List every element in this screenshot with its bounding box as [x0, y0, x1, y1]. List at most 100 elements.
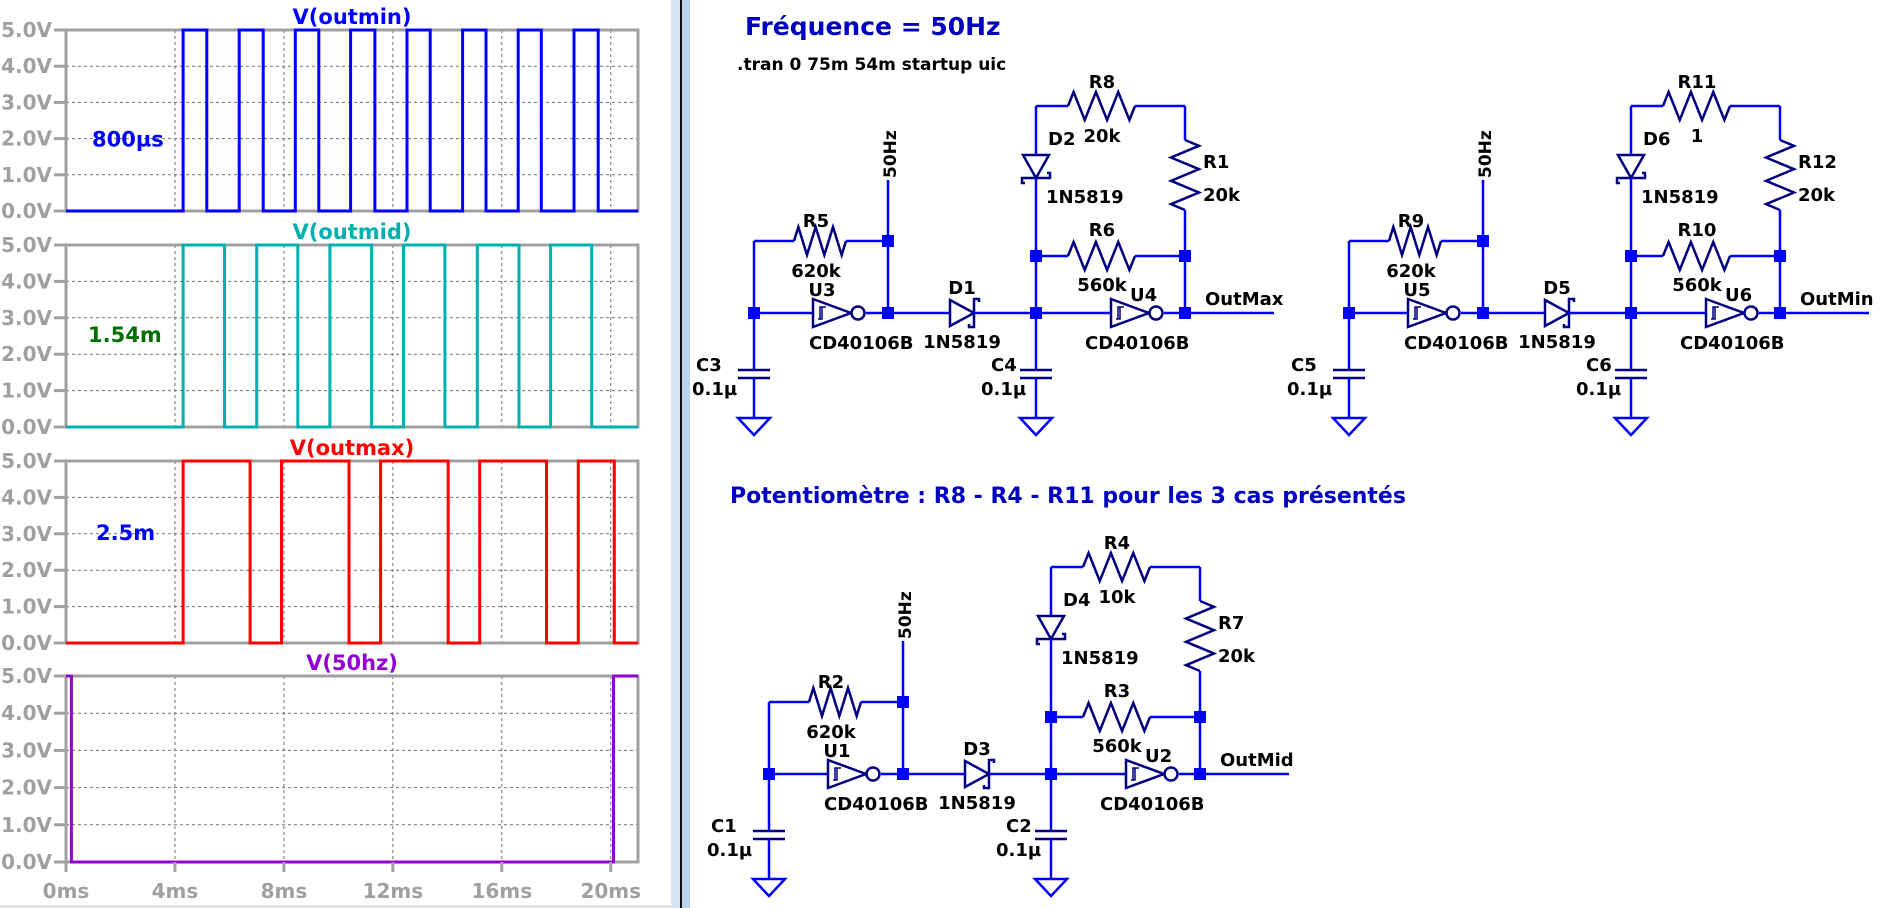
trace-v50hz[interactable] [66, 674, 638, 864]
capacitor-ref[interactable]: C2 [1006, 816, 1032, 837]
inverter-ref[interactable]: U6 [1725, 285, 1752, 306]
y-tick-label: 5.0V [1, 664, 52, 688]
capacitor-ref[interactable]: C1 [711, 816, 737, 837]
junction-dot [897, 768, 909, 780]
trace-title[interactable]: V(50hz) [306, 651, 398, 675]
capacitor-value[interactable]: 0.1µ [981, 379, 1026, 400]
resistor-ref[interactable]: R5 [803, 211, 829, 232]
capacitor-ref[interactable]: C5 [1291, 355, 1317, 376]
trace-voutmax[interactable] [66, 459, 638, 645]
hysteresis-icon [1116, 306, 1124, 320]
resistor-ref[interactable]: R7 [1218, 613, 1244, 634]
diode-ref[interactable]: D3 [963, 739, 990, 760]
splitter-edge [682, 0, 690, 908]
potentiometer-ref[interactable]: R8 [1089, 72, 1115, 93]
inverter-part[interactable]: CD40106B [1404, 333, 1509, 354]
diode-part[interactable]: 1N5819 [923, 332, 1001, 353]
inverter-part[interactable]: CD40106B [809, 333, 914, 354]
resistor-ref[interactable]: R2 [818, 672, 844, 693]
inverter-ref[interactable]: U1 [823, 741, 850, 762]
resistor-ref[interactable]: R1 [1203, 152, 1229, 173]
potentiometer-ref[interactable]: R11 [1678, 72, 1717, 93]
trace-title[interactable]: V(outmax) [290, 436, 414, 460]
resistor-value[interactable]: 20k [1798, 185, 1836, 206]
capacitor-value[interactable]: 0.1µ [707, 840, 752, 861]
capacitor-value[interactable]: 0.1µ [1576, 379, 1621, 400]
diode-part[interactable]: 1N5819 [1518, 332, 1596, 353]
diode-ref[interactable]: D5 [1543, 278, 1570, 299]
trace-title[interactable]: V(outmid) [293, 220, 412, 244]
resistor-value[interactable]: 20k [1203, 185, 1241, 206]
output-net-label[interactable]: OutMin [1800, 289, 1874, 310]
inverter-part[interactable]: CD40106B [824, 794, 929, 815]
inverter-part[interactable]: CD40106B [1100, 794, 1205, 815]
resistor-value[interactable]: 560k [1672, 275, 1723, 296]
inverter-part[interactable]: CD40106B [1085, 333, 1190, 354]
plot-panel-2[interactable]: 5.0V4.0V3.0V2.0V1.0V0.0VV(outmax)2.5m [1, 436, 640, 655]
potentiometer-value[interactable]: 20k [1083, 126, 1121, 147]
net-label-50hz[interactable]: 50Hz [896, 591, 916, 639]
inverter-part[interactable]: CD40106B [1680, 333, 1785, 354]
y-tick-label: 1.0V [1, 379, 52, 403]
plot-panel-0[interactable]: 5.0V4.0V3.0V2.0V1.0V0.0VV(outmin)800µs [1, 5, 640, 223]
plot-panel-1[interactable]: 5.0V4.0V3.0V2.0V1.0V0.0VV(outmid)1.54m [1, 220, 640, 439]
inverter-ref[interactable]: U5 [1403, 280, 1430, 301]
capacitor-value[interactable]: 0.1µ [692, 379, 737, 400]
resistor-value[interactable]: 560k [1092, 736, 1143, 757]
inverter-ref[interactable]: U3 [808, 280, 835, 301]
y-tick-label: 1.0V [1, 163, 52, 187]
diode-part[interactable]: 1N5819 [1641, 187, 1719, 208]
resistor-ref[interactable]: R9 [1398, 211, 1424, 232]
capacitor-value[interactable]: 0.1µ [996, 840, 1041, 861]
capacitor-ref[interactable]: C6 [1586, 355, 1612, 376]
resistor-value[interactable]: 620k [806, 722, 857, 743]
diode-ref[interactable]: D1 [948, 278, 975, 299]
resistor-ref[interactable]: R3 [1104, 681, 1130, 702]
capacitor-ref[interactable]: C4 [991, 355, 1017, 376]
resistor-value[interactable]: 620k [1386, 261, 1437, 282]
diode-ref[interactable]: D2 [1048, 129, 1075, 150]
net-label-50hz[interactable]: 50Hz [881, 130, 901, 178]
capacitor-value[interactable]: 0.1µ [1287, 379, 1332, 400]
trace-voutmid[interactable] [66, 243, 638, 429]
trace-title[interactable]: V(outmin) [293, 5, 412, 29]
resistor-value[interactable]: 20k [1218, 646, 1256, 667]
inverter-ref[interactable]: U4 [1130, 285, 1157, 306]
diode-ref[interactable]: D4 [1063, 590, 1090, 611]
inverter-ref[interactable]: U2 [1145, 746, 1172, 767]
resistor-value[interactable]: 560k [1077, 275, 1128, 296]
resistor-icon [1066, 238, 1137, 274]
plot-frame [64, 459, 640, 645]
resistor-ref[interactable]: R12 [1798, 152, 1837, 173]
schematic-canvas[interactable]: Fréquence = 50Hz .tran 0 75m 54m startup… [690, 0, 1887, 908]
y-tick-label: 5.0V [1, 233, 52, 257]
output-net-label[interactable]: OutMax [1205, 289, 1284, 310]
trace-voutmin[interactable] [66, 28, 638, 213]
resistor-ref[interactable]: R10 [1678, 220, 1717, 241]
output-net-label[interactable]: OutMid [1220, 750, 1294, 771]
diode-part[interactable]: 1N5819 [1061, 648, 1139, 669]
pane-splitter[interactable] [671, 0, 690, 908]
schematic-editor-pane[interactable]: Fréquence = 50Hz .tran 0 75m 54m startup… [690, 0, 1887, 908]
y-tick-label: 0.0V [1, 631, 52, 655]
potentiometer-ref[interactable]: R4 [1104, 533, 1130, 554]
waveform-plots[interactable]: 5.0V4.0V3.0V2.0V1.0V0.0VV(outmin)800µs5.… [0, 0, 671, 905]
circuits-group: 50HzR5620kU3CD40106BD11N5819C30.1µC40.1µ… [692, 72, 1874, 898]
x-tick-label: 4ms [152, 879, 199, 903]
spice-directive[interactable]: .tran 0 75m 54m startup uic [737, 55, 1006, 75]
diode-ref[interactable]: D6 [1643, 129, 1670, 150]
resistor-ref[interactable]: R6 [1089, 220, 1115, 241]
resistor-value[interactable]: 620k [791, 261, 842, 282]
potentiometer-value[interactable]: 10k [1098, 587, 1136, 608]
diode-part[interactable]: 1N5819 [938, 793, 1016, 814]
junction-dot [1477, 307, 1489, 319]
capacitor-ref[interactable]: C3 [696, 355, 722, 376]
potentiometer-value[interactable]: 1 [1691, 126, 1704, 147]
net-label-50hz[interactable]: 50Hz [1476, 130, 1496, 178]
diode-part[interactable]: 1N5819 [1046, 187, 1124, 208]
